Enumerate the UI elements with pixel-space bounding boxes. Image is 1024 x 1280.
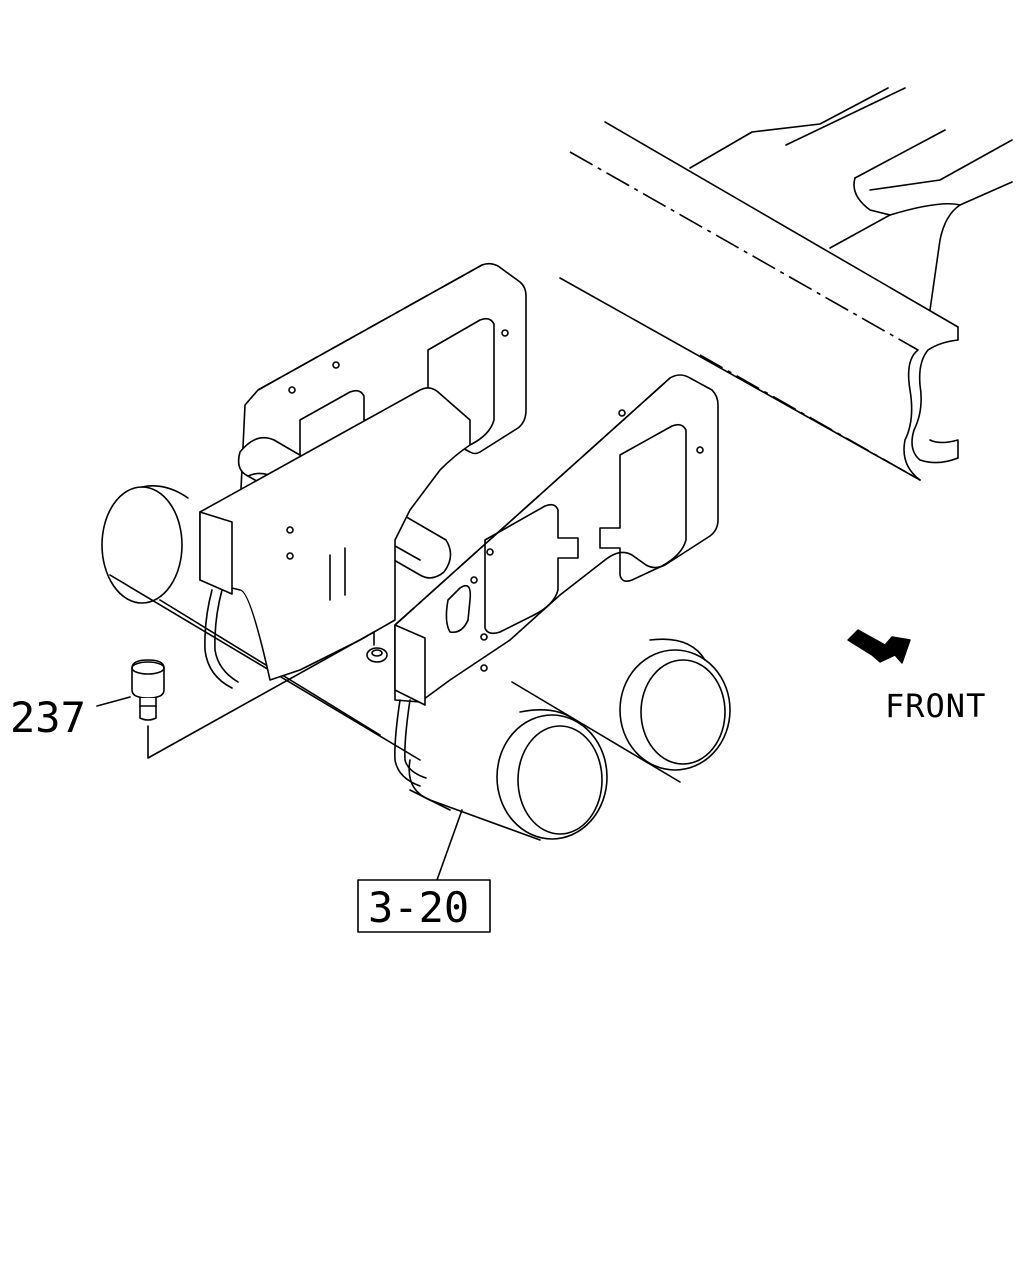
- callout-3-20-box[interactable]: [357, 879, 491, 933]
- front-spring-cans: [408, 638, 731, 841]
- front-arrow-icon: [847, 629, 911, 664]
- brake-lines: [204, 589, 427, 787]
- callout-3-20-label: 3-20: [368, 883, 469, 932]
- front-bracket: [199, 374, 719, 706]
- callout-3-20-leader: [436, 809, 463, 881]
- callout-237-label: 237: [10, 693, 86, 742]
- front-direction-label: FRONT: [885, 687, 986, 725]
- part-237-fitting[interactable]: [96, 631, 388, 759]
- frame-rail: [559, 87, 1013, 481]
